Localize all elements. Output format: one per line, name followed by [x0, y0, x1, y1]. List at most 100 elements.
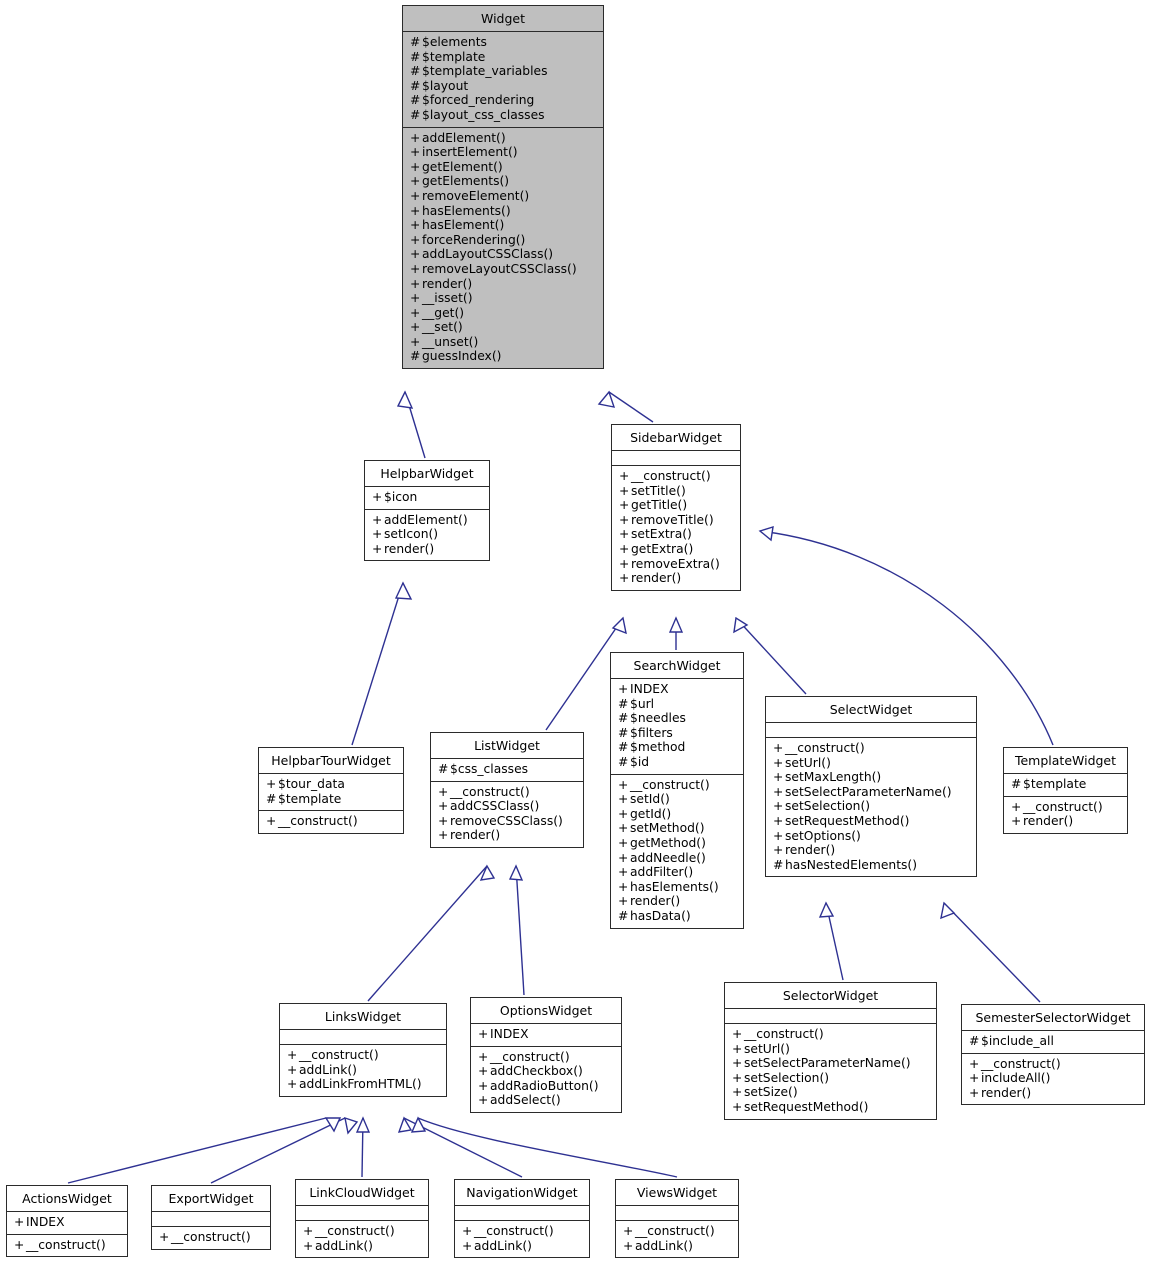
visibility-marker: # [410, 93, 421, 108]
attributes-compartment [766, 723, 976, 737]
methods-row: +setSelectParameterName() [732, 1056, 931, 1071]
methods-row: +setRequestMethod() [773, 814, 971, 829]
methods-label: hasElements() [630, 879, 719, 894]
methods-row: +__construct() [1011, 800, 1122, 815]
class-box-helpbartourwidget[interactable]: HelpbarTourWidget+$tour_data#$template+_… [258, 747, 404, 834]
class-box-helpbarwidget[interactable]: HelpbarWidget+$icon+addElement()+setIcon… [364, 460, 490, 562]
methods-compartment: +__construct()+render() [1004, 797, 1127, 833]
visibility-marker: + [619, 541, 630, 556]
class-box-navigationwidget[interactable]: NavigationWidget+__construct()+addLink() [454, 1179, 590, 1259]
methods-compartment: +__construct()+setUrl()+setMaxLength()+s… [766, 738, 976, 876]
methods-label: __construct() [631, 469, 711, 483]
visibility-marker: + [410, 174, 421, 189]
attributes-compartment [296, 1206, 428, 1220]
class-box-viewswidget[interactable]: ViewsWidget +__construct()+addLink() [615, 1179, 739, 1259]
visibility-marker: # [618, 740, 629, 755]
compartment-divider [611, 678, 743, 679]
methods-row: +getTitle() [619, 498, 735, 513]
methods-compartment: +__construct()+addLink() [616, 1221, 738, 1257]
class-box-sidebarwidget[interactable]: SidebarWidget+__construct()+setTitle()+g… [611, 424, 741, 591]
methods-label: setSize() [744, 1085, 798, 1100]
visibility-marker: # [969, 1034, 980, 1048]
arrowhead-linkcloudwidget [355, 1116, 371, 1133]
visibility-marker: + [478, 1027, 489, 1041]
methods-label: __construct() [785, 741, 865, 755]
edge-optionswidget-listwidget [515, 865, 525, 996]
edge-helpbarwidget-widget [404, 391, 426, 459]
methods-label: setRequestMethod() [744, 1099, 869, 1114]
class-name: ExportWidget [168, 1191, 254, 1206]
methods-row: +__construct() [266, 814, 398, 829]
visibility-marker: + [732, 1070, 743, 1085]
methods-row: +getMethod() [618, 836, 738, 851]
methods-row: +addCSSClass() [438, 799, 578, 814]
class-box-semesterselectorwidget[interactable]: SemesterSelectorWidget#$include_all+__co… [961, 1004, 1145, 1106]
attributes-label: $template [422, 49, 486, 64]
attributes-row: #$template [1011, 777, 1122, 792]
visibility-marker: + [287, 1077, 298, 1092]
visibility-marker: # [618, 711, 629, 726]
compartment-divider [280, 1044, 446, 1045]
methods-label: render() [450, 828, 501, 843]
visibility-marker: + [410, 130, 421, 145]
visibility-marker: + [773, 755, 784, 770]
class-box-searchwidget[interactable]: SearchWidget+INDEX#$url#$needles#$filter… [610, 652, 744, 929]
visibility-marker: + [618, 865, 629, 880]
class-box-linkswidget[interactable]: LinksWidget+__construct()+addLink()+addL… [279, 1003, 447, 1097]
methods-label: includeAll() [981, 1071, 1051, 1086]
attributes-compartment [280, 1030, 446, 1044]
compartment-divider [1004, 773, 1127, 774]
class-box-linkcloudwidget[interactable]: LinkCloudWidget+__construct()+addLink() [295, 1179, 429, 1259]
arrowhead-helpbarwidget [396, 390, 414, 409]
methods-row: +addLinkFromHTML() [287, 1077, 441, 1092]
compartment-divider [725, 1008, 936, 1009]
visibility-marker: + [618, 894, 629, 909]
visibility-marker: + [969, 1071, 980, 1086]
methods-row: +addNeedle() [618, 851, 738, 866]
visibility-marker: # [438, 762, 449, 776]
visibility-marker: # [410, 107, 421, 122]
attributes-label: $layout_css_classes [422, 107, 545, 122]
methods-row: +setSelection() [773, 799, 971, 814]
class-box-actionswidget[interactable]: ActionsWidget+INDEX+__construct() [6, 1185, 128, 1258]
methods-label: addLink() [299, 1062, 357, 1077]
methods-row: #guessIndex() [410, 349, 598, 364]
attributes-label: $layout [422, 78, 469, 93]
methods-row: +addLink() [303, 1239, 423, 1254]
class-box-selectorwidget[interactable]: SelectorWidget+__construct()+setUrl()+se… [724, 982, 937, 1120]
visibility-marker: + [372, 527, 383, 542]
class-name: ViewsWidget [636, 1185, 718, 1200]
attributes-label: $method [630, 740, 686, 755]
methods-compartment: +__construct()+addCheckbox()+addRadioBut… [471, 1047, 621, 1112]
class-box-exportwidget[interactable]: ExportWidget+__construct() [151, 1185, 271, 1250]
edge-sidebarwidget-widget [608, 391, 654, 423]
class-name: SemesterSelectorWidget [975, 1010, 1131, 1025]
visibility-marker: + [287, 1062, 298, 1077]
methods-label: render() [981, 1085, 1032, 1100]
class-box-templatewidget[interactable]: TemplateWidget#$template+__construct()+r… [1003, 747, 1128, 834]
visibility-marker: + [14, 1215, 25, 1229]
class-box-widget[interactable]: Widget#$elements#$template#$template_var… [402, 5, 604, 370]
class-box-selectwidget[interactable]: SelectWidget+__construct()+setUrl()+setM… [765, 696, 977, 878]
attributes-row: #$template_variables [410, 64, 598, 79]
class-box-optionswidget[interactable]: OptionsWidget+INDEX+__construct()+addChe… [470, 997, 622, 1113]
visibility-marker: + [410, 305, 421, 320]
visibility-marker: # [410, 35, 421, 49]
attributes-row: #$layout [410, 79, 598, 94]
visibility-marker: + [732, 1099, 743, 1114]
methods-row: +addFilter() [618, 865, 738, 880]
methods-row: +setSelectParameterName() [773, 785, 971, 800]
attributes-row: #$url [618, 697, 738, 712]
attributes-compartment: +INDEX [471, 1024, 621, 1046]
attributes-label: $filters [630, 725, 673, 740]
class-box-listwidget[interactable]: ListWidget#$css_classes+__construct()+ad… [430, 732, 584, 848]
methods-label: __construct() [299, 1048, 379, 1062]
attributes-row: +INDEX [14, 1215, 122, 1230]
visibility-marker: + [159, 1230, 170, 1244]
class-name: Widget [480, 11, 526, 26]
methods-row: +__get() [410, 306, 598, 321]
methods-row: +setExtra() [619, 527, 735, 542]
compartment-divider [280, 1029, 446, 1030]
methods-label: removeLayoutCSSClass() [422, 261, 577, 276]
edge-semesterselectorwidget-selectwidget [943, 902, 1041, 1003]
